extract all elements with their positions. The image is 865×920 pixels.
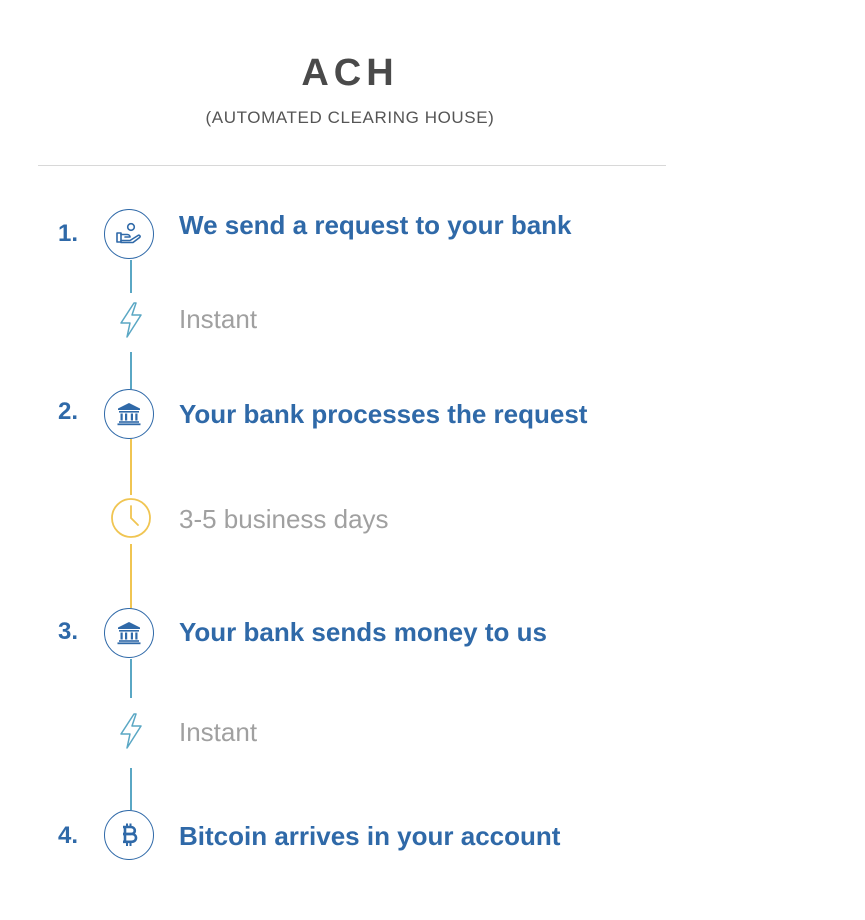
step-number: 1. <box>58 220 79 247</box>
step-icon-circle <box>104 608 154 658</box>
timing-text: Instant <box>179 304 258 334</box>
connector-line <box>130 544 132 608</box>
connector-line <box>130 352 132 389</box>
step-text: We send a request to your bank <box>179 210 572 240</box>
step-number: 2. <box>58 398 79 425</box>
step-text: Bitcoin arrives in your account <box>179 821 561 851</box>
lightning-icon <box>117 712 145 755</box>
step-text: Your bank processes the request <box>179 399 588 429</box>
timing-text: 3-5 business days <box>179 504 389 534</box>
timing-icon-wrap <box>107 496 155 544</box>
header-divider <box>38 165 666 166</box>
step-text: Your bank sends money to us <box>179 617 547 647</box>
timing-icon-wrap <box>114 300 148 344</box>
connector-line <box>130 659 132 698</box>
step-icon-circle <box>104 209 154 259</box>
step-icon-circle <box>104 810 154 860</box>
step-number: 4. <box>58 822 79 849</box>
clock-icon <box>109 496 153 545</box>
timing-icon-wrap <box>114 711 148 755</box>
bank-icon <box>116 402 142 426</box>
bitcoin-icon <box>118 822 140 848</box>
bank-icon <box>116 621 142 645</box>
page-subtitle: (AUTOMATED CLEARING HOUSE) <box>205 108 495 127</box>
lightning-icon <box>117 301 145 344</box>
timing-text: Instant <box>179 717 258 747</box>
page-title: ACH <box>301 52 399 94</box>
hand-coins-icon <box>114 221 144 247</box>
connector-line <box>130 439 132 495</box>
connector-line <box>130 260 132 293</box>
step-number: 3. <box>58 618 79 645</box>
step-icon-circle <box>104 389 154 439</box>
connector-line <box>130 768 132 810</box>
